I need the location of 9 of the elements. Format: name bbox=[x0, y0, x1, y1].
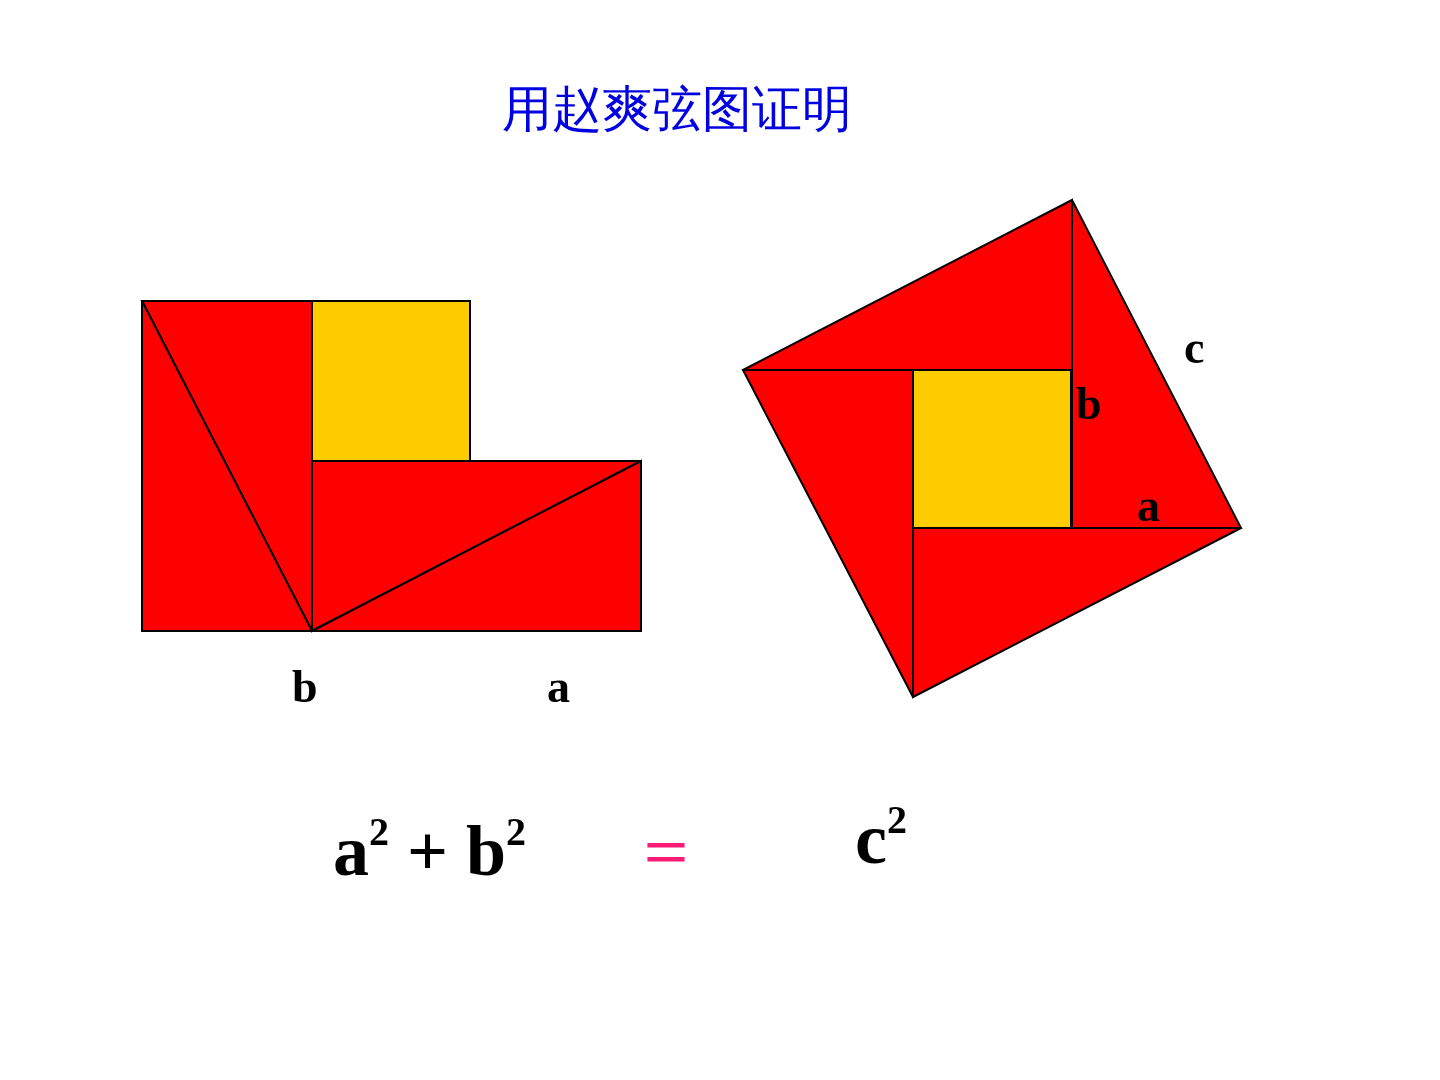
side-label: a bbox=[1137, 483, 1160, 529]
equals-sign: ＝ bbox=[630, 812, 702, 884]
equation-text: a$^{2}$ + b$^{2}$ bbox=[333, 812, 527, 887]
side-label: b bbox=[1076, 381, 1102, 427]
side-label: c bbox=[1184, 325, 1205, 371]
side-label: b bbox=[292, 664, 318, 710]
side-label: a bbox=[547, 664, 570, 710]
title: 用赵爽弦图证明 bbox=[501, 84, 853, 134]
equation-text: c$^{2}$ bbox=[855, 800, 907, 875]
